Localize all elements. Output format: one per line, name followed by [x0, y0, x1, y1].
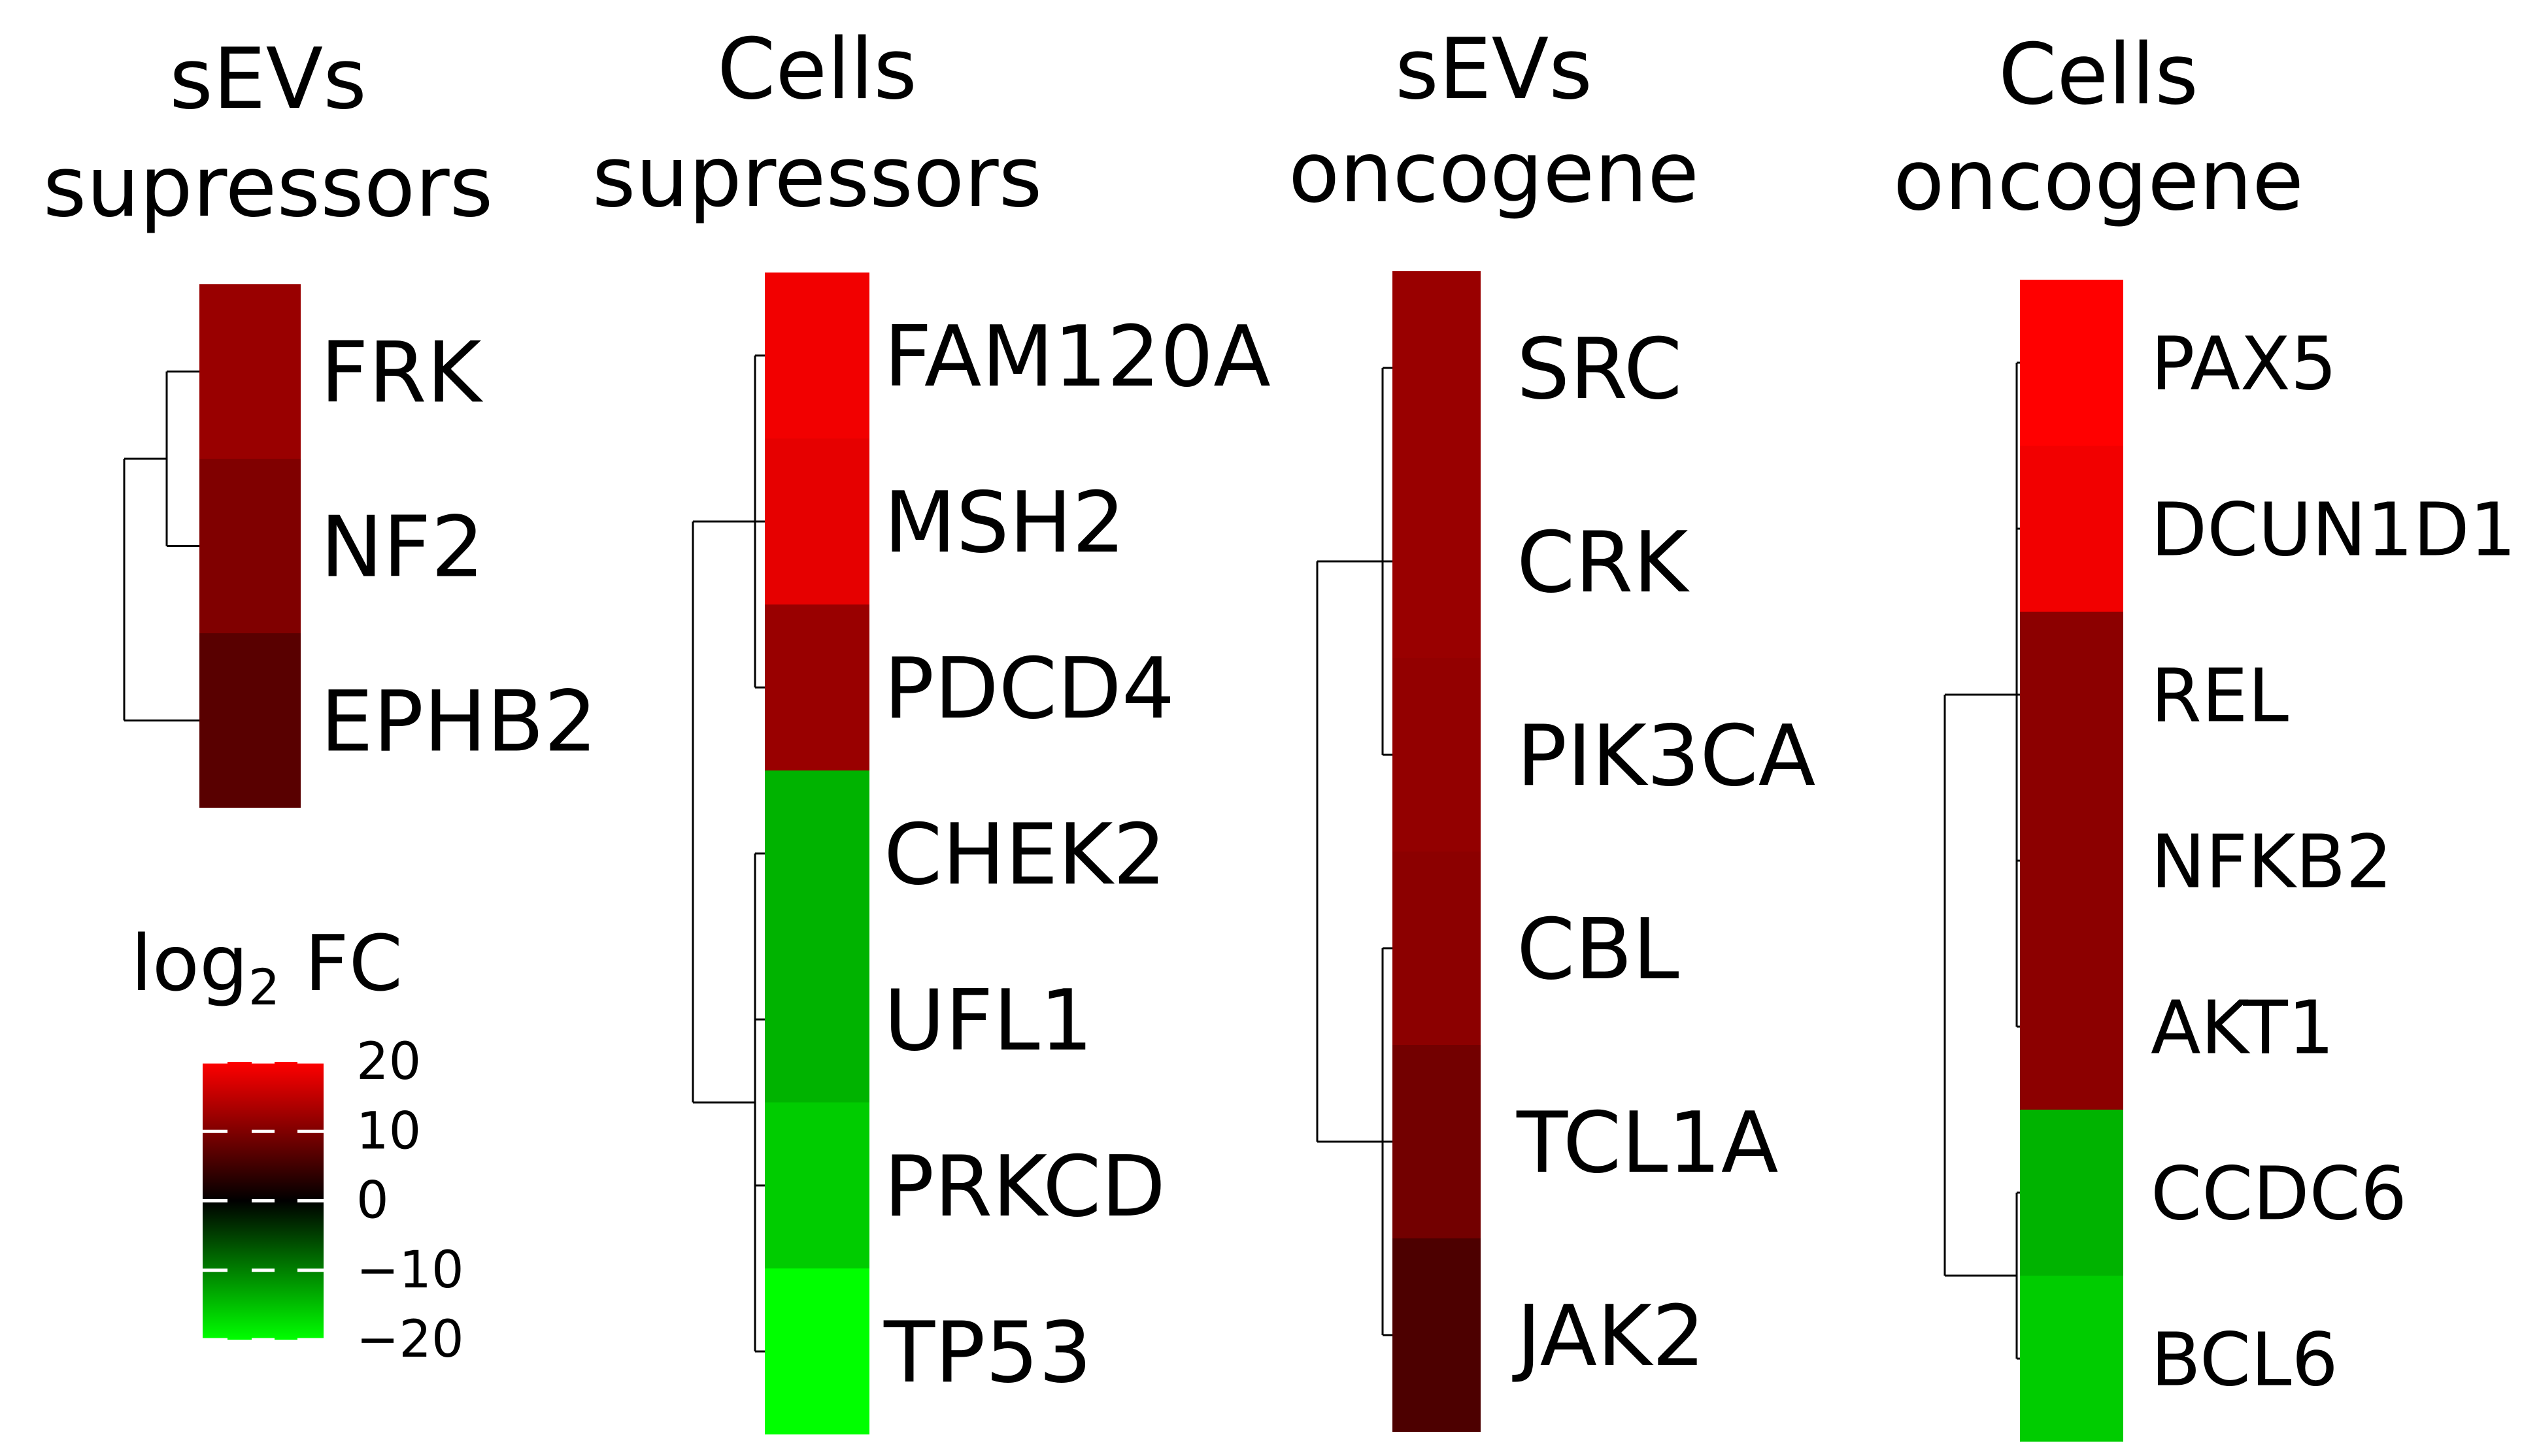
heatmap-cell	[1392, 1238, 1481, 1432]
legend-title: log2 FC	[131, 918, 403, 1016]
legend-title-main: log	[131, 918, 248, 1008]
heatmap-cell	[199, 284, 301, 459]
heatmap-cell	[765, 1268, 869, 1434]
panel-title-line: sEVs	[169, 31, 367, 128]
gene-label: AKT1	[2151, 985, 2334, 1070]
heatmap-cell	[765, 438, 869, 604]
panel-title-line: sEVs	[1395, 21, 1592, 118]
gene-label: PDCD4	[884, 640, 1175, 738]
gene-label: REL	[2151, 654, 2289, 738]
legend-tick-label: 20	[356, 1033, 421, 1091]
legend-tick-label: −10	[356, 1241, 464, 1300]
heatmap-cell	[2020, 1110, 2123, 1276]
legend-title-suffix: FC	[280, 918, 403, 1008]
gene-label: UFL1	[884, 972, 1093, 1070]
legend-ticks: 20 10 0 −10 −20	[203, 1033, 464, 1369]
panel-title-line: supressors	[592, 129, 1043, 226]
heatmap-cell	[2020, 446, 2123, 612]
gene-label: FRK	[320, 325, 484, 422]
legend-title-subscript: 2	[248, 958, 280, 1016]
panel-title-line: oncogene	[1288, 124, 1699, 222]
panel-title-line: Cells	[717, 21, 917, 118]
gene-label: PRKCD	[884, 1138, 1166, 1236]
panel-title-line: Cells	[1998, 26, 2198, 124]
heatmap-cell	[1392, 658, 1481, 852]
gene-label: PAX5	[2151, 322, 2337, 406]
gene-label: CBL	[1517, 901, 1679, 999]
gene-label: BCL6	[2151, 1317, 2338, 1402]
panel-title-line: oncogene	[1893, 132, 2304, 229]
gene-label: FAM120A	[884, 308, 1271, 406]
heatmap-cell	[1392, 1045, 1481, 1238]
heatmap-cell	[765, 1102, 869, 1268]
heatmap-cell	[2020, 778, 2123, 944]
legend-tick-label: 10	[356, 1102, 421, 1161]
gene-label: CHEK2	[884, 806, 1166, 904]
gene-label: CRK	[1517, 514, 1690, 612]
heatmap-cell	[765, 770, 869, 936]
gene-label: PIK3CA	[1517, 708, 1815, 805]
gene-label: CCDC6	[2151, 1151, 2407, 1236]
gene-label: TP53	[883, 1304, 1092, 1402]
heatmap-cell	[765, 936, 869, 1102]
heatmap-cell	[1392, 465, 1481, 658]
gene-label: EPHB2	[320, 674, 597, 771]
heatmap-cell	[2020, 944, 2123, 1110]
gene-label: DCUN1D1	[2151, 488, 2516, 572]
gene-label: NFKB2	[2151, 819, 2393, 904]
heatmap-cell	[2020, 280, 2123, 446]
gene-label: SRC	[1517, 321, 1682, 418]
heatmap-cell	[1392, 271, 1481, 465]
heatmap-cell	[199, 633, 301, 808]
heatmap-cell	[199, 459, 301, 633]
panel-title-line: supressors	[43, 139, 494, 236]
gene-label: MSH2	[884, 474, 1125, 572]
gene-label: NF2	[320, 499, 484, 597]
heatmap-cell	[2020, 612, 2123, 778]
heatmap-cell	[765, 604, 869, 770]
gene-label: TCL1A	[1516, 1095, 1778, 1192]
legend-tick-label: 0	[356, 1172, 389, 1231]
color-legend: log2 FC 20 10 0 −10 −20	[131, 918, 464, 1369]
heatmap-cell	[765, 273, 869, 438]
gene-label: JAK2	[1512, 1288, 1705, 1385]
heatmap-cell	[2020, 1276, 2123, 1442]
heatmap-cell	[1392, 852, 1481, 1045]
legend-tick-label: −20	[356, 1310, 464, 1369]
